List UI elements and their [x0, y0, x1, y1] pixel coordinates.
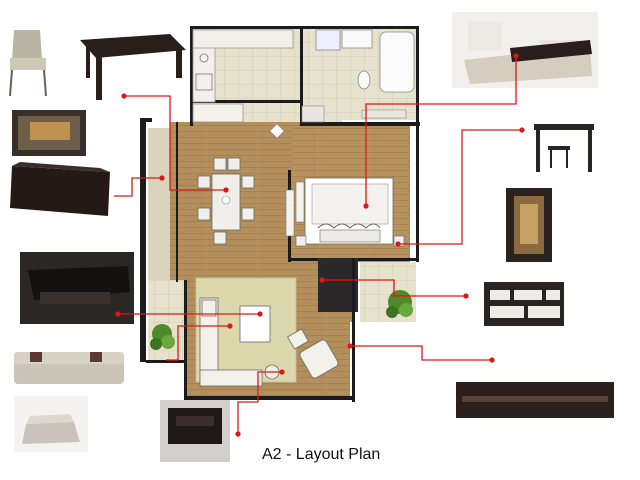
walls [140, 26, 420, 402]
plant-icon [150, 324, 175, 350]
desk-photo [510, 98, 610, 182]
sofa-photo [10, 344, 126, 390]
ottoman-plan [287, 328, 309, 350]
leader-dining-table [124, 95, 226, 191]
coffee-table-photo [20, 252, 134, 324]
plan-caption: A2 - Layout Plan [262, 446, 381, 463]
vanity [341, 29, 373, 49]
sink-icon [199, 53, 209, 63]
kitchen-counter-top [192, 29, 294, 49]
leader-shelf [322, 279, 466, 297]
bed [304, 177, 394, 245]
tv-console-photo [450, 376, 618, 424]
leader-nightstand [398, 129, 522, 245]
coffee-table [239, 305, 271, 343]
nightstand-left [295, 235, 307, 247]
shower [315, 29, 341, 51]
framed-picture-photo [12, 110, 86, 156]
bathtub [379, 31, 415, 93]
ottoman-photo [14, 396, 88, 452]
bed-photo [452, 12, 598, 88]
leader-sofa [166, 325, 230, 361]
sideboard-photo [0, 160, 112, 220]
bedroom-desk [295, 181, 305, 223]
leader-dots [115, 53, 525, 437]
stove-icon [195, 73, 213, 91]
kitchen-island [192, 103, 244, 123]
dining-chair-photo [0, 24, 58, 98]
console-living [285, 189, 295, 237]
closet [301, 105, 325, 123]
leader-bed [365, 56, 517, 206]
armchair [299, 339, 339, 379]
balcony-strip [148, 128, 170, 280]
sofa [199, 297, 263, 387]
bath-door [361, 109, 407, 119]
leader-side-table [237, 371, 282, 434]
leader-sideboard [114, 177, 162, 197]
dining-table-photo [74, 24, 186, 104]
side-table-photo [160, 400, 230, 462]
leader-tv-console [350, 345, 492, 361]
toilet-icon [357, 70, 371, 90]
entry-marker [269, 123, 285, 139]
mirror-photo [506, 188, 552, 262]
floor-plan [140, 26, 420, 402]
leader-lines [114, 56, 522, 434]
shelf-photo [478, 278, 568, 330]
dining-centerpiece [221, 195, 231, 205]
